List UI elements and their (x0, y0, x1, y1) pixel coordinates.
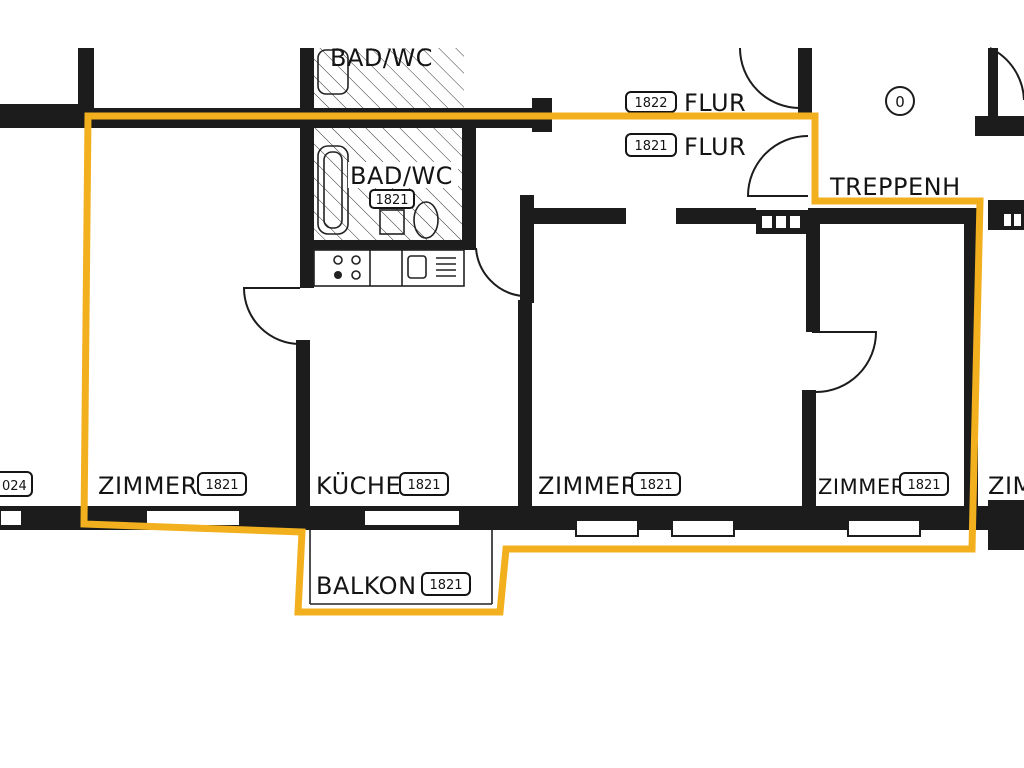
zimmer-3-number: 1821 (907, 478, 940, 493)
bathtub-top-icon (317, 49, 349, 95)
kitchen-sink-icon (407, 255, 456, 279)
zimmer-1-label: ZIMMER (98, 472, 198, 500)
room-number-tag (0, 471, 33, 497)
apartment-outline (80, 112, 984, 616)
neighbor-context: BAD/WC 0 1822 FLUR (78, 44, 1024, 118)
room-number-tag (625, 133, 677, 157)
kueche-label: KÜCHE (316, 471, 401, 500)
flur-number: 1821 (634, 139, 667, 154)
windows (0, 509, 921, 537)
door-arc-icon (746, 135, 809, 197)
room-number-tag (899, 472, 949, 496)
stair-grid (756, 210, 1024, 234)
right-cut-label: ZIM (988, 472, 1024, 500)
room-number-tag (197, 472, 247, 496)
sink-icon (379, 209, 405, 235)
zimmer-1-number: 1821 (205, 478, 238, 493)
balkon-number: 1821 (429, 578, 462, 593)
stair-label: TREPPENH (829, 173, 961, 201)
stove-icon (333, 255, 361, 280)
door-arc-icon (812, 331, 878, 393)
bathroom: BAD/WC 1821 (314, 128, 462, 240)
zimmer-3-label: ZIMMER (818, 475, 906, 499)
flur-top-label: FLUR (684, 89, 746, 117)
bad-top-label: BAD/WC (330, 44, 433, 72)
doors (242, 135, 878, 393)
door-arc-icon (475, 247, 523, 297)
marker-circle (885, 86, 915, 116)
room-number-tag (421, 572, 471, 596)
door-arc-icon (989, 47, 1024, 101)
room-number-tag (631, 472, 681, 496)
flur-label: FLUR (684, 133, 746, 161)
balcony (309, 530, 493, 605)
room-number-tag (369, 189, 415, 209)
room-number-tag (399, 472, 449, 496)
zimmer-2-number: 1821 (639, 478, 672, 493)
marker-label: 0 (895, 93, 905, 111)
bad-number: 1821 (375, 193, 408, 208)
left-cut-number: 024 (2, 479, 27, 494)
bad-label: BAD/WC (350, 162, 453, 190)
door-arc-icon (739, 47, 801, 109)
room-labels: 1821 FLUR TREPPENH 024 ZIMMER 1821 KÜCHE… (0, 133, 1024, 600)
door-arc-icon (242, 287, 301, 345)
bathtub-icon (317, 145, 349, 235)
kueche-number: 1821 (407, 478, 440, 493)
toilet-icon (413, 201, 439, 239)
room-number-tag (625, 91, 677, 113)
zimmer-2-label: ZIMMER (538, 472, 638, 500)
balkon-label: BALKON (316, 572, 417, 600)
flur-top-number: 1822 (634, 96, 667, 111)
kitchen-counter (313, 249, 465, 287)
